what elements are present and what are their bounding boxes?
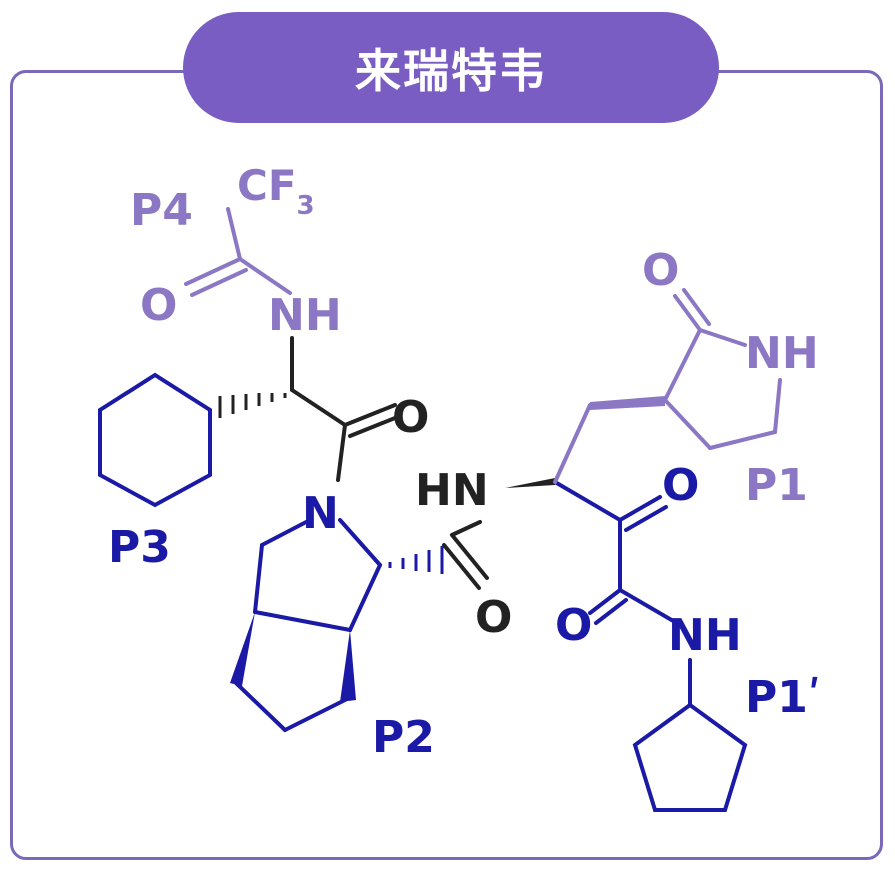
- navy-bonds: [98, 372, 748, 812]
- bond-cp-1: [234, 681, 287, 732]
- bond-carbonyl-o-a: [184, 257, 242, 286]
- bold-wedge-hn: [505, 478, 555, 488]
- bond-calpha-ch2: [553, 403, 592, 484]
- cyclohexane-ring: [98, 372, 212, 508]
- pocket-label-p1-prime: P1ʹ: [745, 672, 821, 723]
- atom-nh-amide: NH: [668, 610, 742, 661]
- bond-carbonyl-n: [336, 423, 347, 482]
- bond-amide-o-a: [588, 588, 622, 615]
- pocket-label-p1: P1: [745, 460, 808, 511]
- bond-n-ch2: [260, 518, 312, 547]
- title-banner: 来瑞特韦: [183, 12, 719, 123]
- bond-carbonyl-o-b: [348, 414, 402, 438]
- hashed-wedge-p2: [388, 546, 444, 574]
- bond-cp-2: [283, 698, 347, 732]
- bond-calpha-ch: [348, 563, 382, 632]
- bond-nh-ch2: [773, 378, 782, 434]
- cyclopentane-ring: [632, 702, 748, 812]
- bond-calpha-carbonyl: [290, 388, 347, 427]
- pocket-label-p2: P2: [372, 712, 435, 763]
- bond-carbonyl-o-b: [190, 268, 248, 297]
- atom-o-p4: O: [140, 280, 177, 331]
- bond-carbonyl-nh: [238, 257, 292, 295]
- bond-amide-o-b: [594, 598, 628, 625]
- atom-n-ring: N: [302, 488, 339, 539]
- atom-o-p3: O: [392, 392, 429, 443]
- bond-amide-nh: [618, 588, 677, 624]
- pocket-label-p4: P4: [130, 185, 193, 236]
- bond-carbonyl-o-a: [673, 294, 702, 332]
- p4-bonds: [184, 207, 292, 297]
- bond-ketone-o-a: [618, 495, 662, 522]
- bond-ring-bottom: [708, 430, 777, 450]
- bold-wedge-p1: [590, 396, 665, 410]
- atom-nh-lactam: NH: [745, 328, 819, 379]
- backbone-bonds: [290, 336, 489, 590]
- hashed-wedge-p3: [218, 393, 287, 418]
- atom-o-ketone: O: [662, 460, 699, 511]
- pocket-label-p3: P3: [108, 522, 171, 573]
- bond-ch2-ch: [253, 543, 264, 614]
- bond-fusion: [253, 610, 352, 632]
- bold-wedge-cp-left: [230, 612, 255, 686]
- atom-o-p2: O: [475, 592, 512, 643]
- bond-calpha-ketone: [553, 480, 622, 522]
- atom-nh-p4: NH: [268, 290, 342, 341]
- bond-carbonyl-nh: [698, 328, 747, 347]
- bond-amide-c-hn: [450, 520, 482, 537]
- bond-amide-c-o-a: [450, 533, 489, 580]
- bond-carbonyl-o-a: [343, 403, 397, 427]
- cf3-label: CF3: [237, 161, 315, 221]
- bond-ring-carbonyl: [663, 328, 702, 402]
- bond-carbonyl-o-b: [682, 288, 711, 326]
- compound-name: 来瑞特韦: [355, 43, 547, 98]
- bond-cf3-carbonyl: [226, 207, 242, 261]
- bond-ring-left: [663, 398, 712, 450]
- bold-wedge-cp-right: [340, 630, 356, 702]
- atom-o-amide: O: [555, 600, 592, 651]
- bond-ketone-o-b: [624, 505, 668, 532]
- bond-n-calpha: [338, 518, 382, 567]
- bond-amide-c-o-b: [442, 543, 481, 590]
- atom-hn-center: HN: [415, 465, 489, 516]
- p1-bonds: [553, 288, 782, 484]
- atom-o-lactam: O: [642, 245, 679, 296]
